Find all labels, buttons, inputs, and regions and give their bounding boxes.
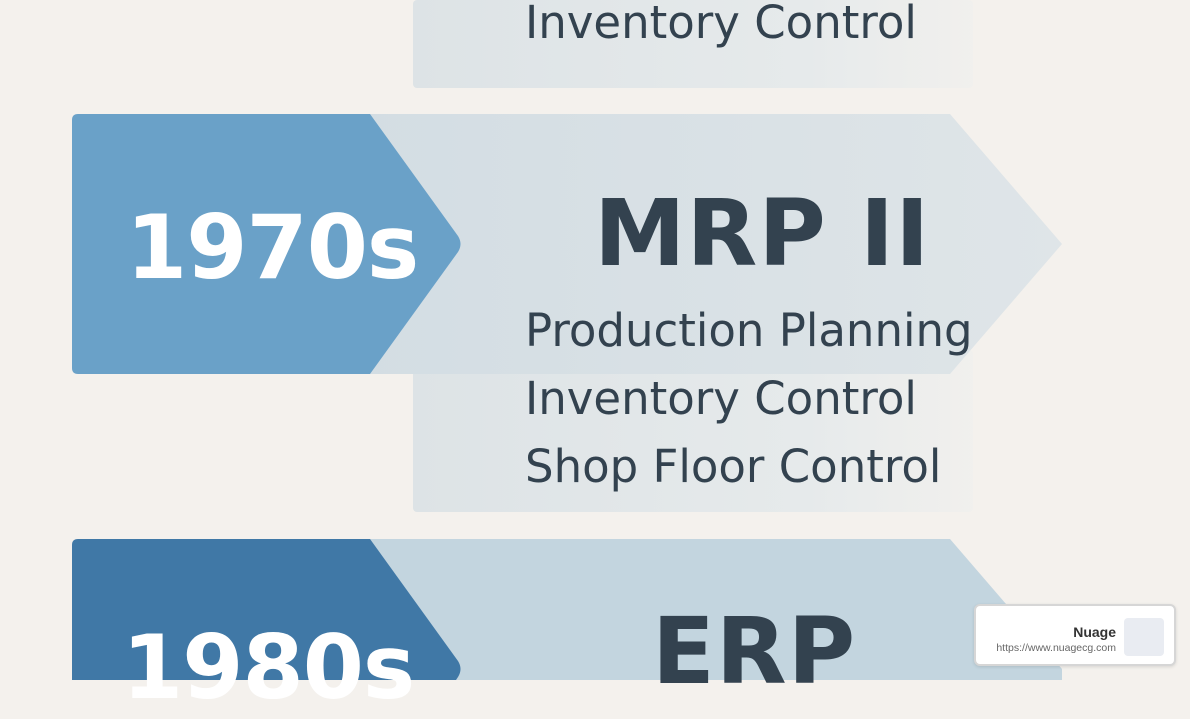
stage-0-feature-panel [413, 0, 973, 88]
watermark-name: Nuage [1073, 624, 1116, 640]
stage-2-year: 1980s [122, 616, 415, 719]
stage-1-feature-list: Production Planning Inventory Control Sh… [525, 297, 973, 501]
stage-1-feature-2: Inventory Control [525, 372, 917, 425]
watermark-badge[interactable]: Nuage https://www.nuagecg.com [974, 604, 1176, 666]
stage-1-title: MRP II [594, 180, 931, 287]
watermark-url: https://www.nuagecg.com [996, 642, 1116, 654]
stage-1-feature-3: Shop Floor Control [525, 440, 942, 493]
stage-1-feature-1: Production Planning [525, 304, 973, 357]
nuage-logo-icon [1124, 618, 1164, 656]
stage-2-title: ERP [652, 598, 857, 705]
stage-0-feature-1: Inventory Control [525, 0, 917, 49]
stage-1-year: 1970s [126, 196, 419, 299]
stage-0-feature-list: Inventory Control [525, 0, 917, 57]
stage-1-feature-panel [413, 350, 973, 512]
